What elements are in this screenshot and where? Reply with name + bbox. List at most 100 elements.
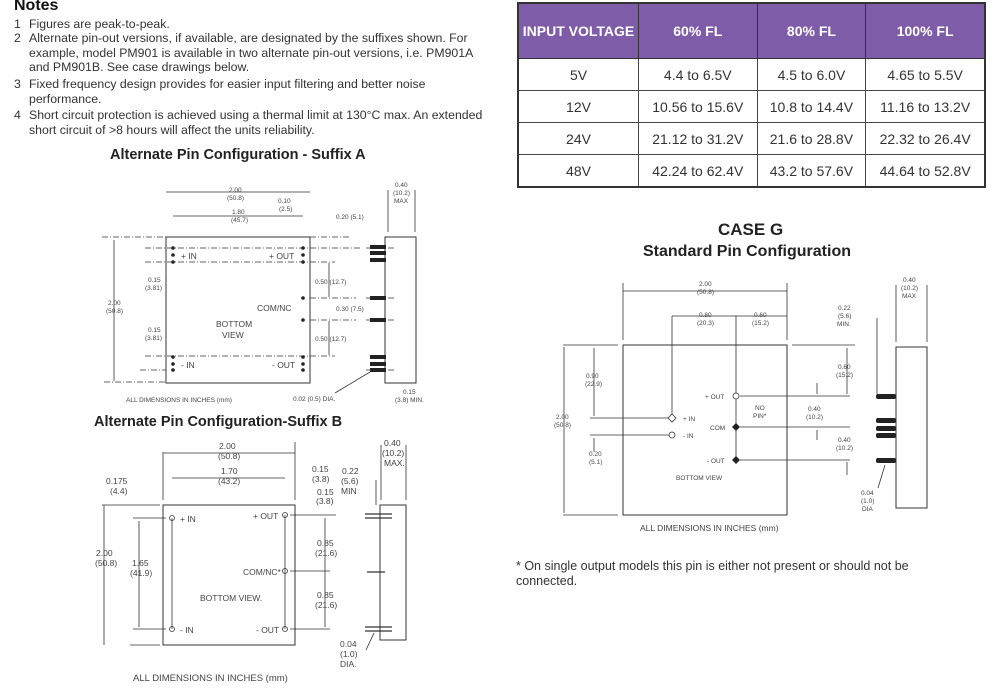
pin-label: - IN [180, 625, 194, 635]
dim-label: (50.8) [218, 451, 240, 461]
pin-label: - IN [181, 360, 195, 370]
pin-label: COM/NC* [243, 567, 281, 577]
dim-label: (3.8) [312, 474, 330, 484]
dim-label: 1.65 [132, 558, 149, 568]
dim-label: 0.15 [312, 464, 329, 474]
table-cell: 22.32 to 26.4V [865, 122, 986, 155]
dim-label: MAX [902, 293, 917, 300]
dim-label: (10.2) [382, 448, 404, 458]
column-header: 80% FL [756, 2, 867, 59]
table-cell: 24V [517, 122, 639, 155]
dim-label: (15.2) [752, 320, 769, 327]
pin-label: + IN [683, 416, 695, 423]
dim-label: (10.2) [393, 190, 410, 197]
dim-label: (50.8) [106, 308, 123, 315]
notes-title: Notes [14, 0, 59, 14]
dim-label: (3.81) [145, 285, 162, 292]
note-item: 2 Alternate pin-out versions, if availabl… [14, 31, 494, 75]
column-header: 60% FL [638, 2, 758, 59]
table-cell: 12V [517, 90, 639, 123]
table-cell: 4.65 to 5.5V [865, 58, 986, 91]
dim-label: 0.85 [317, 538, 334, 548]
dim-label: (45.7) [231, 217, 248, 224]
table-cell: 21.6 to 28.8V [756, 122, 867, 155]
dim-label: (20.3) [697, 320, 714, 327]
dim-label: MIN. [837, 321, 851, 328]
dim-label: (50.8) [554, 422, 571, 429]
dim-label: (50.8) [227, 195, 244, 202]
dim-label: 0.40 [395, 182, 408, 189]
dim-label: 2.00 [556, 414, 569, 421]
dim-label: 0.40 [808, 406, 821, 413]
dim-label: DIA. [340, 659, 357, 669]
dim-label: 0.60 [754, 312, 767, 319]
suffix-a-drawing: 2.00 (50.8) 1.80 (45.7) 0.10 (2.5) 0.20 … [102, 182, 424, 404]
table-cell: 21.12 to 31.2V [638, 122, 758, 155]
column-header: 100% FL [865, 2, 986, 59]
dim-label: 2.00 [229, 187, 242, 194]
no-pin-label: NO [755, 405, 765, 412]
note-text: Alternate pin-out versions, if available… [29, 31, 473, 74]
dim-label: 0.22 [838, 305, 851, 312]
table-cell: 10.8 to 14.4V [756, 90, 867, 123]
table-cell: 44.64 to 52.8V [865, 154, 986, 188]
dim-label: 0.40 [384, 438, 401, 448]
case-g-drawing: 2.00 (50.8) 0.80 (20.3) 0.60 (15.2) 2.00… [554, 277, 928, 533]
note-text: Fixed frequency design provides for easi… [29, 77, 426, 106]
dim-label: 2.00 [219, 441, 236, 451]
dim-label: 0.04 [340, 639, 357, 649]
dim-label: (50.8) [95, 558, 117, 568]
view-label: BOTTOM VIEW [676, 475, 723, 482]
dim-label: MAX [394, 198, 409, 205]
dim-label: 0.175 [106, 476, 128, 486]
view-label: BOTTOM [216, 319, 252, 329]
suffix-a-title: Alternate Pin Configuration - Suffix A [110, 147, 366, 163]
column-header: INPUT VOLTAGE [517, 2, 639, 59]
dim-label: 0.85 [317, 590, 334, 600]
pin-label: + OUT [269, 251, 294, 261]
dim-label: (21.6) [315, 548, 337, 558]
dim-label: 1.80 [232, 209, 245, 216]
dim-label: 0.50 (12.7) [315, 336, 346, 343]
dim-label: (2.5) [279, 206, 292, 213]
table-cell: 42.24 to 62.4V [638, 154, 758, 188]
note-number: 1 [14, 17, 21, 31]
pin-label: COM/NC [257, 303, 291, 313]
dim-label: MAX. [384, 458, 405, 468]
dim-label: 0.15 [317, 487, 334, 497]
dim-label: 0.80 [699, 312, 712, 319]
pin-label: + IN [181, 251, 197, 261]
dim-label: 0.02 (0.5) DIA. [293, 396, 335, 403]
dim-label: (1.0) [340, 649, 358, 659]
table-cell: 4.4 to 6.5V [638, 58, 758, 91]
dim-label: 0.04 [861, 490, 874, 497]
dim-label: (5.6) [838, 313, 851, 320]
view-label: BOTTOM VIEW. [200, 593, 262, 603]
dim-label: 0.22 [342, 466, 359, 476]
note-number: 2 [14, 31, 21, 45]
note-number: 4 [14, 108, 21, 122]
suffix-b-title: Alternate Pin Configuration-Suffix B [94, 414, 343, 430]
pin-label: - IN [683, 433, 694, 440]
dimensions-note: ALL DIMENSIONS IN INCHES (mm) [133, 673, 288, 684]
dim-label: (22.9) [585, 381, 602, 388]
note-text: Figures are peak-to-peak. [29, 17, 170, 31]
dim-label: (21.6) [315, 600, 337, 610]
dim-label: 0.20 (5.1) [336, 214, 364, 221]
view-label: VIEW [222, 330, 244, 340]
dim-label: (5.1) [589, 459, 602, 466]
dim-label: 0.15 [148, 327, 161, 334]
pin-label: + IN [180, 514, 196, 524]
table-header-row: INPUT VOLTAGE 60% FL 80% FL 100% FL [517, 2, 986, 59]
dim-label: (10.2) [806, 414, 823, 421]
pin-label: - OUT [256, 625, 279, 635]
dim-label: (43.2) [218, 476, 240, 486]
dim-label: 0.30 (7.5) [336, 306, 364, 313]
dim-label: 0.40 [903, 277, 916, 284]
dim-label: DIA [862, 506, 874, 513]
